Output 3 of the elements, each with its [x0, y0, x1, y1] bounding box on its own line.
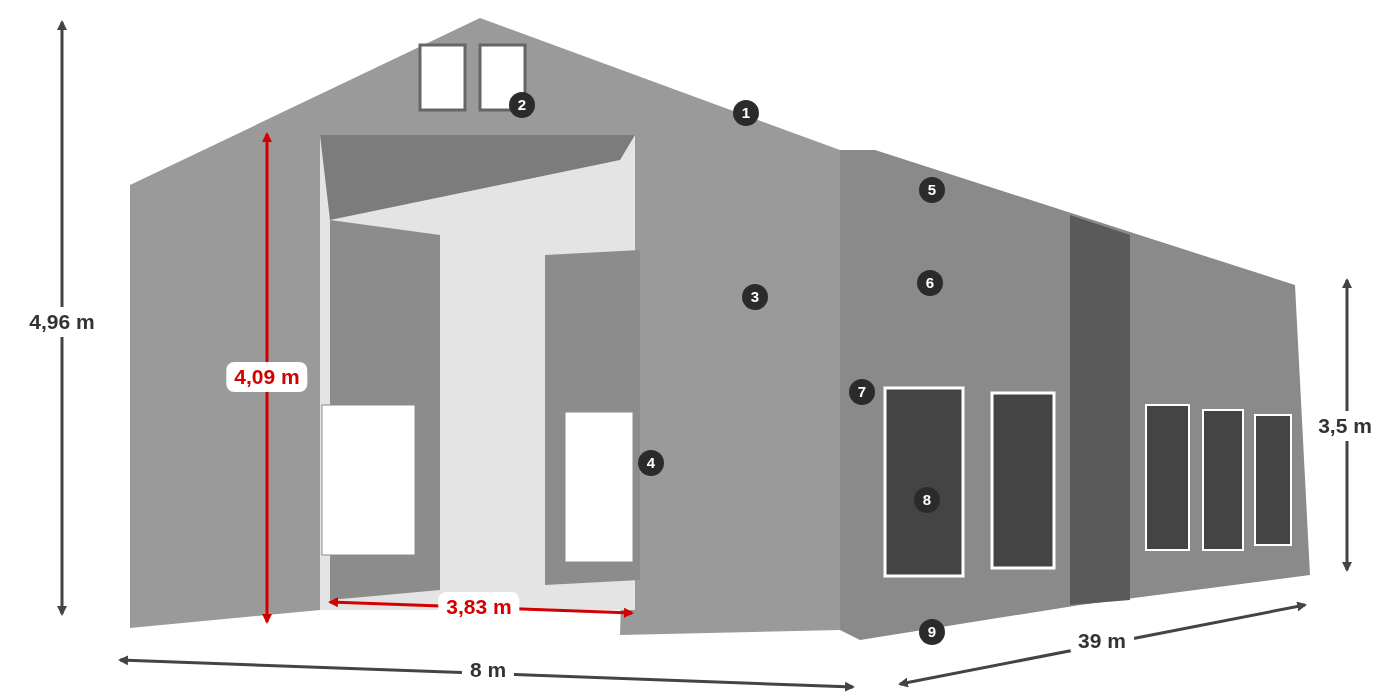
callout-number: 9: [919, 619, 945, 645]
callout-number: 1: [733, 100, 759, 126]
dimension-label: 4,09 m: [226, 362, 308, 392]
